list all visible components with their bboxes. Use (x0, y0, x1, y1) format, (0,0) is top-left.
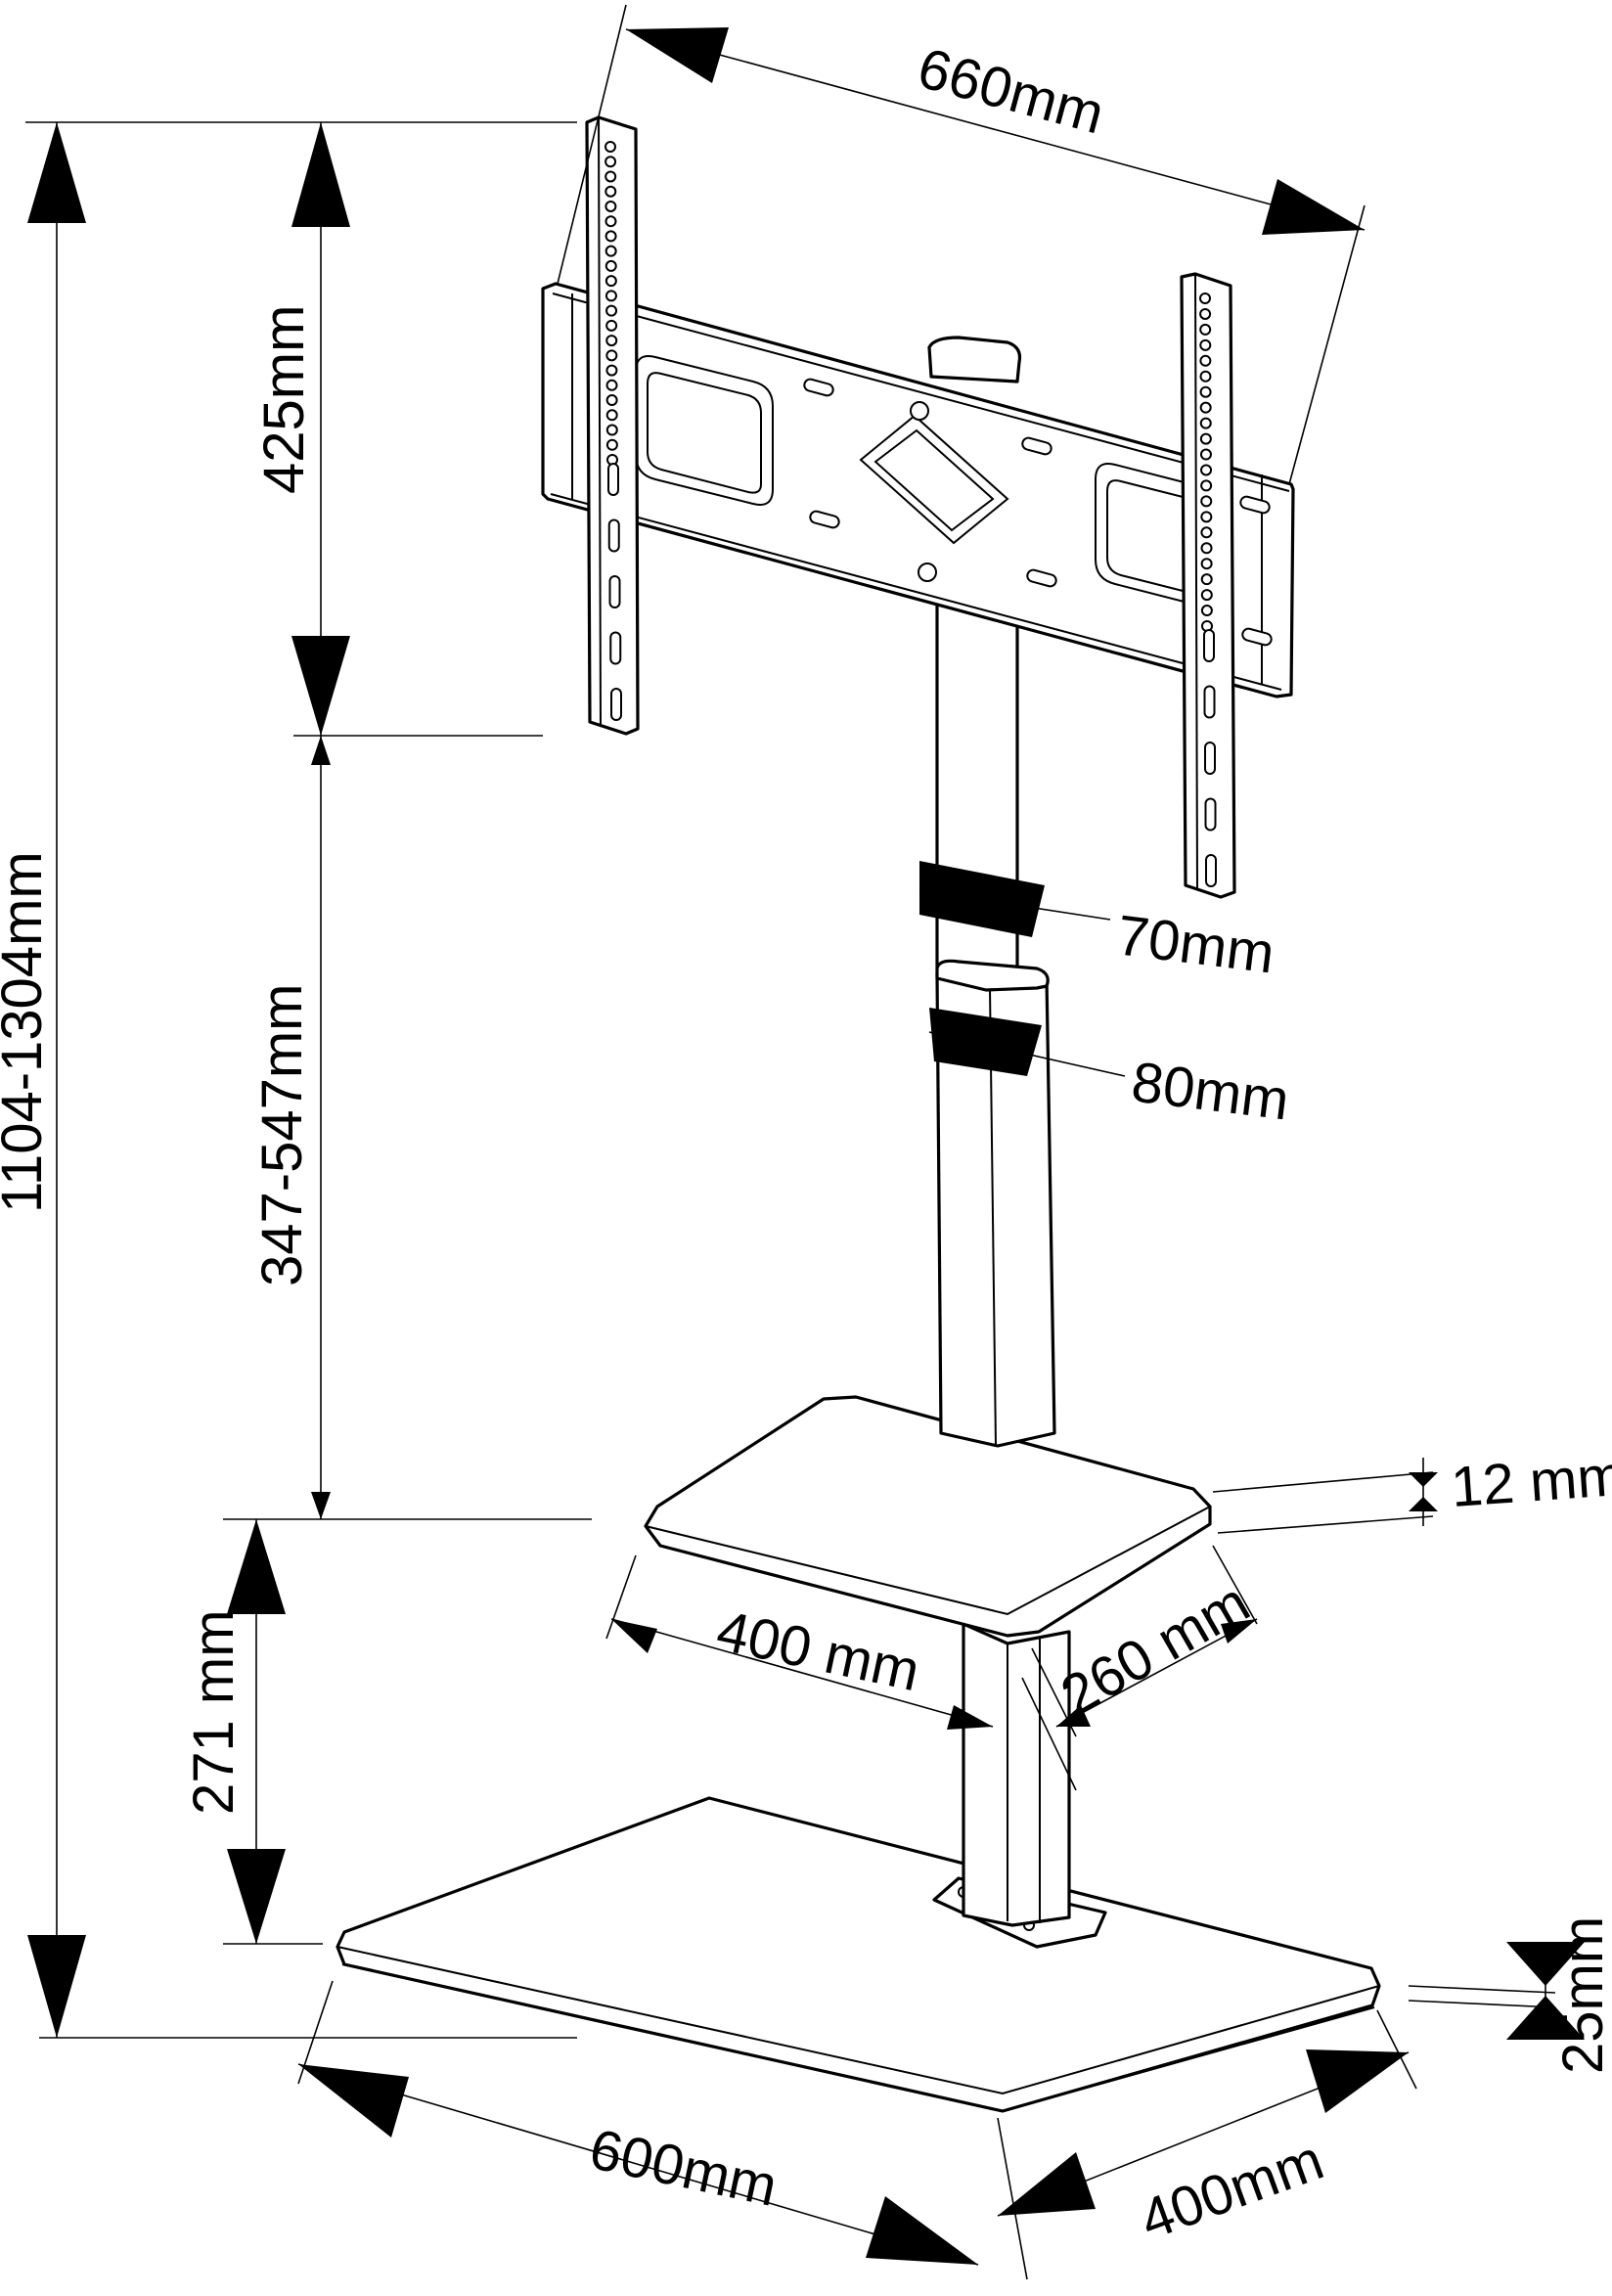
bracket-hole (1200, 589, 1213, 602)
bracket-hole (605, 379, 618, 391)
bracket-hole (1200, 605, 1213, 617)
bracket-hole (604, 230, 617, 243)
bracket-hole (1200, 573, 1213, 586)
bracket-hole (1199, 323, 1212, 336)
bracket-hole (605, 394, 618, 407)
mounting-plate (541, 282, 1295, 698)
label-upper-column: 70mm (1113, 903, 1277, 985)
bracket-hole (1199, 338, 1212, 351)
bracket-hole (604, 185, 617, 198)
bracket-slot (607, 518, 620, 553)
label-total-height: 1104-1304mm (0, 851, 54, 1213)
lower-column (962, 1622, 1071, 1927)
bracket-hole (604, 275, 617, 288)
bracket-slot (610, 688, 622, 721)
bracket-hole (1199, 307, 1212, 320)
bracket-hole (1200, 464, 1213, 476)
bracket-hole (1200, 542, 1213, 555)
bracket-hole (605, 438, 618, 451)
label-base-depth: 400mm (1132, 2128, 1331, 2252)
label-base-thickness: 25mm (1551, 1916, 1612, 2074)
bracket-hole (605, 304, 618, 317)
glass-shelf (644, 1395, 1212, 1638)
bracket-hole (604, 259, 617, 272)
bracket-hole (604, 290, 617, 302)
bracket-slot (609, 631, 622, 665)
bracket-hole (605, 424, 618, 436)
bracket-hole (605, 335, 618, 347)
bracket-slot (608, 575, 621, 608)
label-shelf-thickness: 12 mm (1449, 1444, 1612, 1519)
main-column (927, 336, 1056, 1448)
dimension-lines (25, 4, 1585, 2280)
label-mount-width: 660mm (912, 36, 1111, 147)
bracket-slot (1203, 685, 1216, 719)
right-vertical-bracket (1180, 272, 1236, 899)
bracket-hole (604, 200, 617, 212)
bracket-slot (1203, 629, 1215, 662)
bracket-hole (1199, 448, 1212, 461)
bracket-hole (1199, 293, 1211, 304)
bracket-hole (605, 349, 618, 362)
bracket-hole (1200, 479, 1213, 492)
bracket-slot (1205, 854, 1217, 887)
label-bracket-height: 425mm (252, 305, 316, 494)
bracket-hole-pattern (604, 141, 1217, 887)
label-shelf-height: 271 mm (182, 1609, 246, 1815)
bracket-hole (1200, 526, 1213, 539)
bracket-hole (1199, 370, 1212, 383)
bracket-hole (1200, 558, 1213, 570)
label-shelf-width: 400 mm (711, 1598, 924, 1703)
bracket-hole (1199, 385, 1212, 398)
base-plate (336, 1796, 1381, 2113)
bracket-hole (604, 215, 617, 228)
bracket-slot (1204, 797, 1217, 832)
label-base-width: 600mm (584, 2117, 783, 2219)
bracket-hole (604, 245, 617, 257)
bracket-hole (1199, 401, 1212, 414)
bracket-hole (1199, 354, 1212, 367)
bracket-hole (605, 319, 618, 332)
bracket-slot (1204, 742, 1216, 775)
bracket-hole (1200, 495, 1213, 508)
bracket-hole (604, 156, 617, 168)
bracket-hole (1199, 432, 1212, 445)
bracket-hole (1200, 511, 1213, 523)
bracket-slot (607, 463, 619, 496)
tv-stand (336, 115, 1381, 2113)
bracket-hole (1199, 417, 1212, 429)
bracket-hole (604, 170, 617, 183)
bracket-hole (605, 409, 618, 422)
bracket-hole (604, 141, 616, 153)
bracket-hole (605, 364, 618, 377)
label-lower-column: 80mm (1128, 1050, 1292, 1132)
label-column-adjust: 347-547mm (250, 984, 314, 1286)
